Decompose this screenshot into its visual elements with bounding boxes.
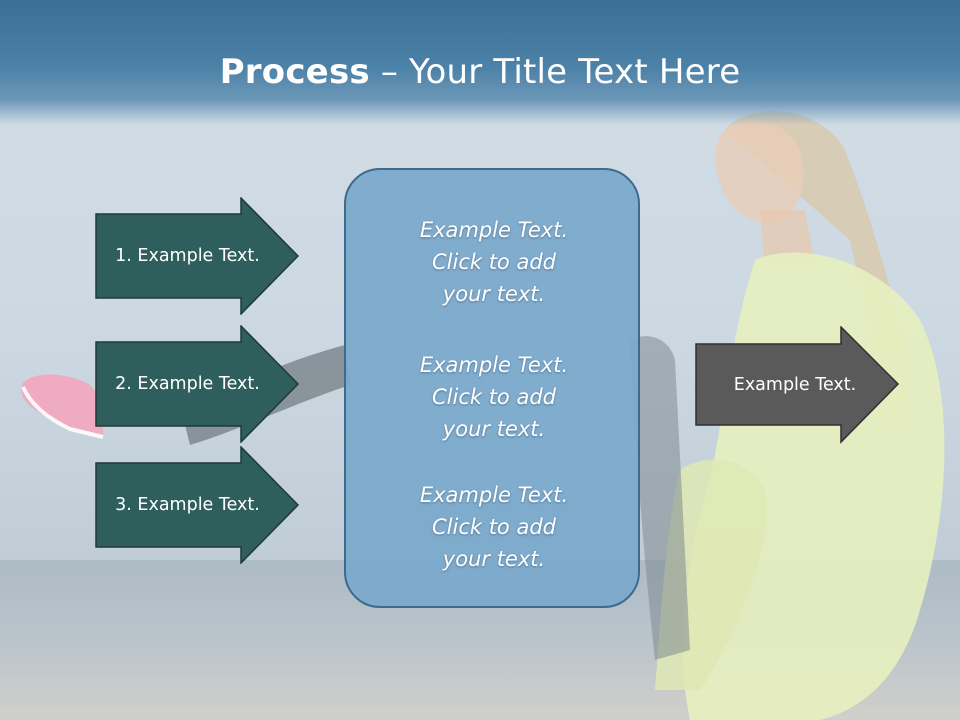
center-line: Example Text. xyxy=(419,483,569,507)
center-line: Click to add xyxy=(431,250,556,274)
step-arrow-1[interactable]: 1. Example Text. xyxy=(95,197,300,315)
arrow-right-icon xyxy=(95,446,300,564)
center-paragraph-1: Example Text. Click to add your text. xyxy=(346,214,642,310)
background-sneaker xyxy=(21,374,104,439)
title-bold: Process xyxy=(219,52,370,92)
arrow-right-icon xyxy=(695,326,900,444)
title-bar xyxy=(0,0,960,125)
arrow-right-icon xyxy=(95,325,300,443)
center-line: your text. xyxy=(442,282,546,306)
center-line: your text. xyxy=(442,547,546,571)
arrow-right-icon xyxy=(95,197,300,315)
center-paragraph-2: Example Text. Click to add your text. xyxy=(346,349,642,445)
center-line: Example Text. xyxy=(419,353,569,377)
title-rest: – Your Title Text Here xyxy=(369,52,741,92)
step-arrow-2[interactable]: 2. Example Text. xyxy=(95,325,300,443)
center-text-box[interactable]: Example Text. Click to add your text. Ex… xyxy=(344,168,640,608)
center-line: Example Text. xyxy=(419,218,569,242)
center-line: your text. xyxy=(442,417,546,441)
slide-title[interactable]: Process – Your Title Text Here xyxy=(0,52,960,92)
step-label-3: 3. Example Text. xyxy=(115,495,260,515)
result-label: Example Text. xyxy=(733,375,857,395)
center-line: Click to add xyxy=(431,385,556,409)
step-label-1: 1. Example Text. xyxy=(115,246,260,266)
step-label-2: 2. Example Text. xyxy=(115,374,260,394)
result-arrow[interactable]: Example Text. xyxy=(695,326,900,444)
center-line: Click to add xyxy=(431,515,556,539)
center-paragraph-3: Example Text. Click to add your text. xyxy=(346,479,642,575)
step-arrow-3[interactable]: 3. Example Text. xyxy=(95,446,300,564)
